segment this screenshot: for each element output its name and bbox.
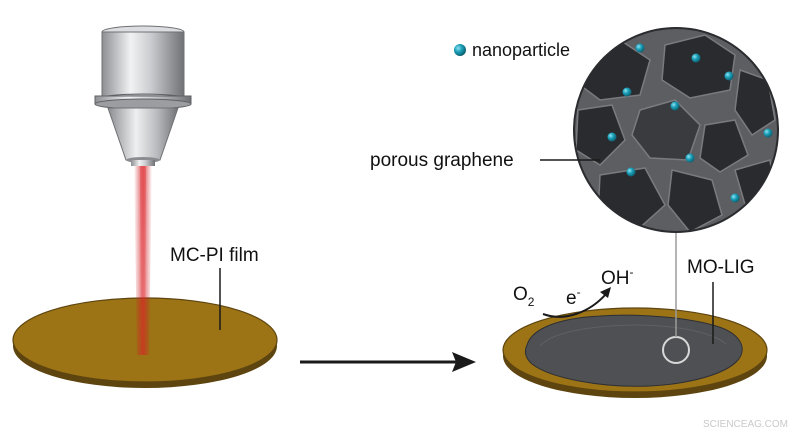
nanoparticle-dot bbox=[691, 53, 701, 63]
nanoparticle-dot bbox=[670, 101, 680, 111]
nanoparticle-dot bbox=[626, 167, 636, 177]
porous-graphene-label: porous graphene bbox=[370, 150, 514, 171]
watermark: SCIENCEAG.COM bbox=[703, 419, 788, 430]
curved-arrow-icon bbox=[542, 287, 611, 318]
laser-head-icon bbox=[94, 25, 192, 166]
nanoparticle-dot bbox=[685, 153, 695, 163]
nanoparticle-dot bbox=[622, 87, 632, 97]
mo-lig-film bbox=[502, 307, 768, 398]
nanoparticle-dot bbox=[607, 132, 617, 142]
magnifier-frame bbox=[573, 27, 779, 233]
right-arrow-icon bbox=[300, 352, 476, 372]
nanoparticle-label: nanoparticle bbox=[472, 40, 570, 60]
nanoparticle-dot bbox=[635, 43, 645, 53]
nanoparticle-dot bbox=[724, 71, 734, 81]
porous-graphene-magnified bbox=[574, 28, 778, 232]
mo-lig-label: MO-LIG bbox=[687, 257, 755, 278]
film-label: MC-PI film bbox=[170, 245, 259, 266]
nanoparticle-dot bbox=[763, 128, 773, 138]
nanoparticle-dot bbox=[730, 193, 740, 203]
nanoparticle-legend-icon bbox=[454, 44, 466, 56]
nanoparticles bbox=[607, 43, 773, 203]
o2-label: O2 bbox=[513, 284, 535, 309]
laser-beam bbox=[134, 166, 152, 355]
hydroxide-label: OH- bbox=[601, 265, 634, 289]
graphene-layer bbox=[524, 314, 743, 387]
electron-label: e- bbox=[566, 285, 581, 309]
